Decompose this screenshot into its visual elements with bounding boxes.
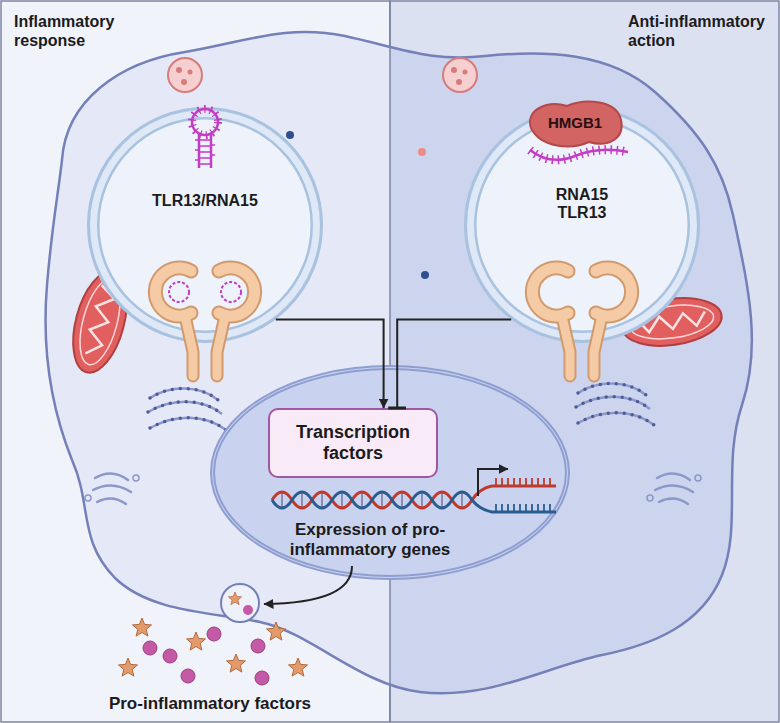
cytokine-star [267,622,286,640]
endoplasmic-reticulum [576,383,654,425]
vesicle [443,58,477,92]
rna-hairpin [192,109,218,135]
node-text: TLR13/RNA15 [90,192,320,210]
cytokine-dot [143,641,157,655]
cytokine-dot [251,639,265,653]
rna-hairpin [199,140,211,164]
ion-dot [286,131,294,139]
ion-dot [418,148,426,156]
rna-strand [530,150,628,160]
secretion-arrow [264,566,352,604]
rna-hairpin [199,134,211,168]
cytokine-star [227,654,246,672]
vesicle [168,58,202,92]
ion-dot [421,271,429,279]
vesicle [451,67,457,73]
panel-heading: Inflammatory response [14,12,144,50]
dna-helix [272,486,556,508]
cell-body-left [46,32,390,693]
cell-membrane [46,32,752,693]
dna-helix [496,504,550,512]
dna-helix [282,493,462,507]
vesicle [181,79,187,85]
nucleus-ellipse: Expression of pro-inflammatory genes Tran… [210,365,570,580]
node-text: RNA15 TLR13 [549,186,615,223]
dna-helix [496,478,550,486]
output-label: Pro-inflammatory factors [90,694,330,714]
transcription-start-arrow [478,469,508,496]
dna-helix [272,492,556,512]
rna-hairpin [195,140,215,160]
vesicle [188,70,193,75]
cytokine-star [228,592,241,605]
bound-rna [221,282,241,302]
panel-divider [389,1,391,722]
cytokine-dot [207,627,221,641]
tlr13-receptor [532,268,631,376]
cytokine-star [119,658,138,676]
vesicle [463,70,468,75]
hmgb1-blob: HMGB1 [525,98,625,150]
bound-rna [169,282,241,302]
endosome-circle: RNA15 TLR13 HMGB1 [464,107,700,343]
node-text: Expression of pro-inflammatory genes [255,520,485,559]
node-text: Transcription factors [278,422,428,463]
cell-body-right [390,32,752,693]
vesicle [443,58,477,92]
rna-hairpin [192,109,218,135]
cytokine-star [289,658,308,676]
cytokine-dot [243,605,253,615]
inhibition-line [397,319,511,408]
secretory-vesicle [221,584,259,622]
panel-heading: Anti-inflammatory action [628,12,778,50]
golgi-apparatus [85,473,139,504]
rna-strand [530,150,628,160]
rna-hairpin [192,109,218,168]
tlr13-receptor [155,268,254,376]
connector-layer [276,319,511,408]
bound-rna [169,282,189,302]
activation-arrow [276,319,384,408]
rna-strand [530,150,628,160]
golgi-apparatus [647,473,701,504]
cytokine-dot [163,649,177,663]
cytokine-star [133,618,152,636]
transcription-factor-box: Transcription factors [268,408,438,478]
cytokine-star [187,632,206,650]
cytokine-dot [181,669,195,683]
vesicle [176,67,182,73]
node-text: HMGB1 [525,114,625,131]
cytokine-dot [255,671,269,685]
vesicle [168,58,202,92]
dna-helix [272,478,556,512]
endosome-circle: TLR13/RNA15 [87,107,323,343]
vesicle [456,79,462,85]
endoplasmic-reticulum [148,388,226,430]
